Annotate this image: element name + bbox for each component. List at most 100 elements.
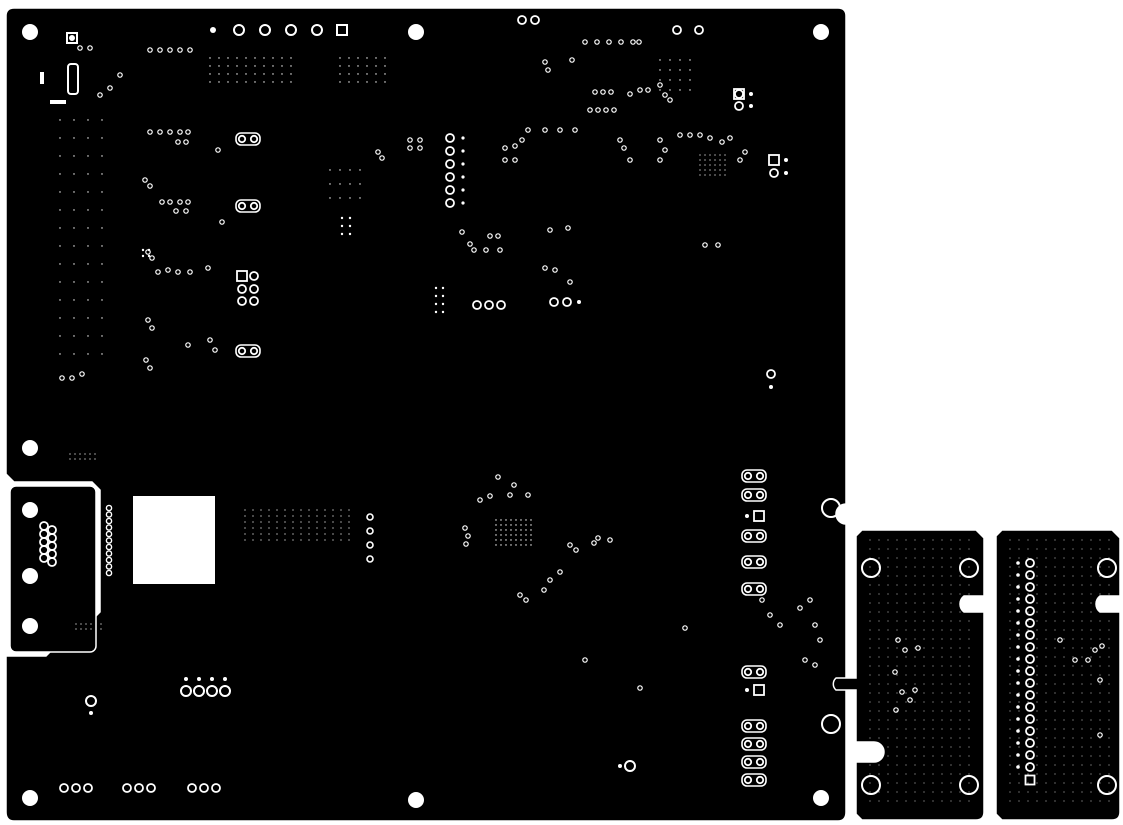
grid-dot (90, 628, 92, 630)
grid-dot (1081, 602, 1083, 604)
grid-dot (887, 539, 889, 541)
grid-dot (1108, 755, 1110, 757)
grid-dot (254, 81, 256, 83)
sub-board-pin (1025, 594, 1035, 604)
grid-dot (290, 81, 292, 83)
grid-dot (950, 548, 952, 550)
grid-dot (1090, 611, 1092, 613)
grid-dot (1072, 557, 1074, 559)
grid-dot (59, 245, 61, 247)
grid-dot (101, 263, 103, 265)
grid-dot (914, 656, 916, 658)
grid-dot (272, 73, 274, 75)
grid-dot (1054, 638, 1056, 640)
grid-dot (1108, 575, 1110, 577)
grid-dot (869, 701, 871, 703)
grid-dot (1018, 728, 1020, 730)
via (915, 645, 921, 651)
grid-dot (59, 317, 61, 319)
grid-dot (520, 534, 522, 536)
via (595, 107, 601, 113)
grid-dot (84, 458, 86, 460)
grid-dot (530, 519, 532, 521)
via (627, 91, 633, 97)
right-column-pad (741, 529, 767, 543)
grid-dot (878, 665, 880, 667)
grid-dot (699, 164, 701, 166)
right-column-pad (741, 737, 767, 751)
grid-dot (1081, 548, 1083, 550)
grid-dot (923, 773, 925, 775)
grid-dot (959, 746, 961, 748)
grid-dot (434, 310, 438, 314)
via (766, 369, 776, 379)
pad (745, 514, 749, 518)
grid-dot (1063, 638, 1065, 640)
grid-dot (1072, 629, 1074, 631)
grid-dot (1045, 611, 1047, 613)
grid-dot (73, 173, 75, 175)
grid-dot (100, 623, 102, 625)
grid-dot (709, 169, 711, 171)
grid-dot (896, 746, 898, 748)
via (812, 662, 818, 668)
via (519, 137, 525, 143)
grid-dot (1036, 638, 1038, 640)
grid-dot (679, 69, 681, 71)
grid-dot (914, 629, 916, 631)
grid-dot (950, 782, 952, 784)
grid-dot (73, 137, 75, 139)
via (467, 241, 473, 247)
grid-dot (941, 737, 943, 739)
grid-dot (500, 534, 502, 536)
grid-dot (1072, 710, 1074, 712)
grid-dot (878, 593, 880, 595)
grid-dot (869, 746, 871, 748)
grid-dot (505, 534, 507, 536)
grid-dot (1108, 728, 1110, 730)
via (157, 129, 163, 135)
via (777, 622, 783, 628)
grid-dot (332, 539, 334, 541)
grid-dot (1054, 737, 1056, 739)
pad (784, 158, 788, 162)
grid-dot (887, 575, 889, 577)
via (187, 47, 193, 53)
grid-dot (869, 791, 871, 793)
db-connector-pin (47, 557, 57, 567)
grid-dot (704, 164, 706, 166)
grid-dot (1027, 566, 1029, 568)
grid-dot (932, 584, 934, 586)
grid-dot (69, 458, 71, 460)
vertical-pin (105, 556, 113, 564)
grid-dot (1090, 656, 1092, 658)
grid-dot (495, 529, 497, 531)
grid-dot (896, 548, 898, 550)
grid-dot (932, 773, 934, 775)
crystal-outline (67, 63, 79, 95)
grid-dot (74, 453, 76, 455)
grid-dot (316, 509, 318, 511)
via (417, 137, 423, 143)
grid-dot (495, 534, 497, 536)
grid-dot (101, 335, 103, 337)
grid-dot (324, 533, 326, 535)
grid-dot (244, 533, 246, 535)
via (167, 47, 173, 53)
via (594, 39, 600, 45)
grid-dot (348, 509, 350, 511)
grid-dot (1099, 764, 1101, 766)
grid-dot (530, 524, 532, 526)
grid-dot (914, 683, 916, 685)
grid-dot (1045, 539, 1047, 541)
grid-dot (441, 294, 445, 298)
grid-dot (1027, 656, 1029, 658)
via (175, 269, 181, 275)
pad-ring (755, 775, 765, 785)
grid-dot (1072, 665, 1074, 667)
grid-dot (1099, 800, 1101, 802)
grid-dot (869, 728, 871, 730)
via (149, 325, 155, 331)
grid-dot (1072, 575, 1074, 577)
grid-dot (878, 674, 880, 676)
